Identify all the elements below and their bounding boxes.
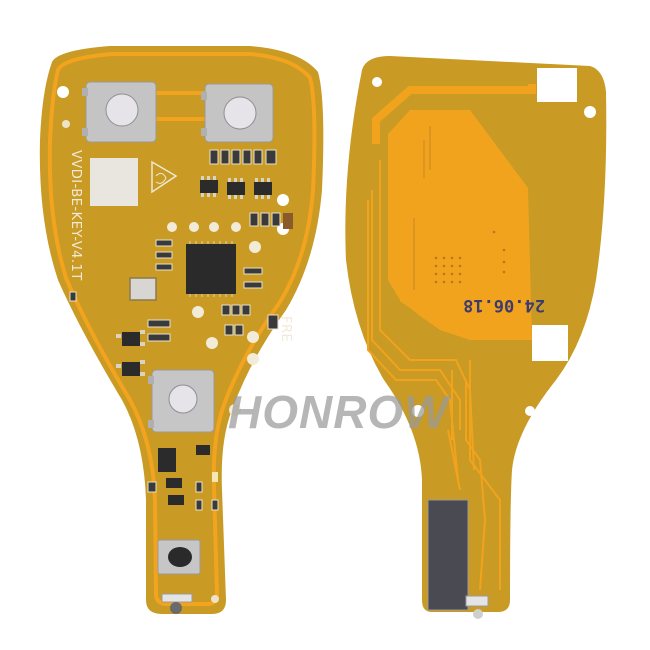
front-pcb-board: VVDI-BE-KEY-V4.1T <box>39 46 324 614</box>
tactile-button-top-left <box>82 81 157 143</box>
tactile-button-bottom <box>157 539 201 575</box>
watermark-text: HONROW <box>228 386 451 438</box>
transponder-coil <box>427 499 489 619</box>
back-pcb-board: 24.06.18 <box>345 56 607 619</box>
label-pad <box>90 158 138 206</box>
date-code: 24.06.18 <box>463 295 545 315</box>
tactile-button-middle <box>148 369 215 433</box>
esd-warning-icon <box>151 160 178 194</box>
board-silkscreen-label: VVDI-BE-KEY-V4.1T <box>68 150 83 281</box>
back-pad-bottom <box>532 325 568 361</box>
microcontroller-chip <box>186 241 236 297</box>
tactile-button-top-right <box>201 83 274 143</box>
fre-label: FRE <box>278 316 293 342</box>
back-pad-top <box>537 68 577 102</box>
